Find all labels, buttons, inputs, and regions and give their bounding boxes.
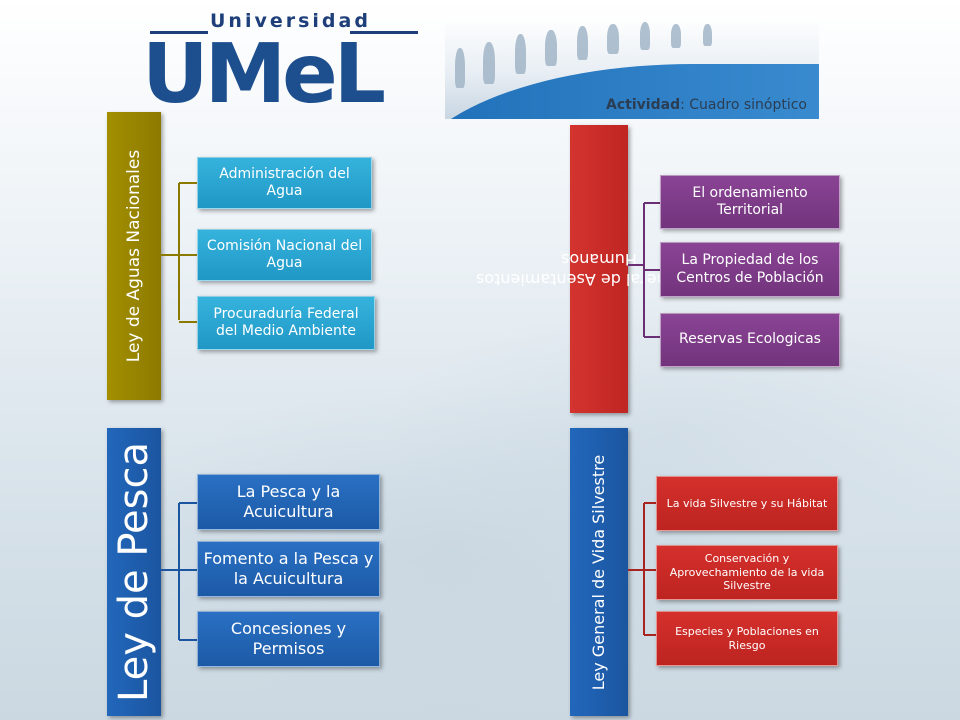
branch-pesca-item-3: Concesiones y Permisos (197, 611, 380, 667)
banner-label-bold: Actividad (606, 97, 681, 113)
logo-top (150, 22, 418, 42)
branch-vida-item-2: Conservación y Aprovechamiento de la vid… (656, 545, 838, 600)
branch-asentamientos-item-3: Reservas Ecologicas (660, 313, 840, 367)
branch-title-aguas: Ley de Aguas Nacionales (107, 112, 161, 400)
branch-title-vida-label: Ley General de Vida Silvestre (589, 454, 609, 690)
branch-title-asentamientos-label: Ley General de Asentamientos Humanos (476, 250, 723, 289)
connector-asentamientos (628, 202, 664, 338)
branch-aguas-item-2: Comisión Nacional del Agua (197, 229, 372, 281)
connector-pesca (161, 502, 201, 641)
branch-pesca-item-1: La Pesca y la Acuicultura (197, 474, 380, 530)
branch-asentamientos-item-2: La Propiedad de los Centros de Población (660, 242, 840, 297)
logo-university-text: Universidad (210, 10, 371, 32)
connector-vida (628, 502, 664, 636)
branch-title-pesca: Ley de Pesca (107, 428, 161, 716)
branch-vida-item-1: La vida Silvestre y su Hábitat (656, 476, 838, 531)
branch-title-vida: Ley General de Vida Silvestre (570, 428, 628, 716)
branch-asentamientos-item-1: El ordenamiento Territorial (660, 175, 840, 229)
banner-label-rest: : Cuadro sinóptico (680, 97, 807, 113)
header: Universidad UMeL Actividad: Cuadro sinóp… (140, 10, 820, 120)
logo-umel: UMeL (142, 27, 386, 122)
branch-vida-item-3: Especies y Poblaciones en Riesgo (656, 611, 838, 666)
branch-title-aguas-label: Ley de Aguas Nacionales (124, 149, 144, 363)
branch-pesca-item-2: Fomento a la Pesca y la Acuicultura (197, 541, 380, 597)
branch-aguas-item-1: Administración del Agua (197, 157, 372, 209)
branch-title-pesca-label: Ley de Pesca (111, 442, 158, 702)
activity-banner: Actividad: Cuadro sinóptico (445, 16, 819, 119)
branch-title-asentamientos: Ley General de Asentamientos Humanos (476, 125, 723, 413)
branch-aguas-item-3: Procuraduría Federal del Medio Ambiente (197, 296, 375, 350)
connector-aguas (161, 182, 201, 323)
banner-label: Actividad: Cuadro sinóptico (606, 97, 807, 113)
